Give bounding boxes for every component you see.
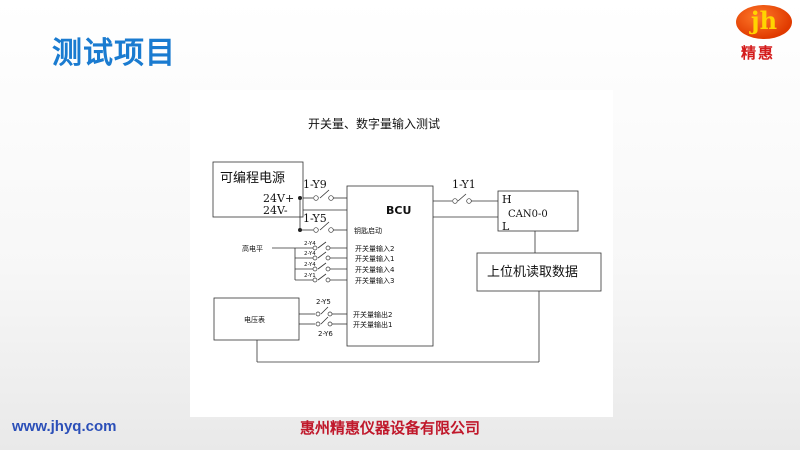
v-minus-label: 24V-	[263, 204, 288, 217]
can-box	[497, 190, 579, 232]
output-2-label: 开关量输出2	[353, 310, 392, 319]
can-h-label: H	[502, 193, 512, 206]
voltmeter-box	[213, 297, 300, 341]
input-1-label: 开关量输入1	[355, 254, 394, 263]
relay-2y4a-label: 2-Y4	[304, 241, 316, 247]
input-4-label: 开关量输入4	[355, 265, 395, 274]
company-logo: jh 精惠	[733, 2, 797, 62]
circuit-diagram: 开关量、数字量输入测试 可编程电源 24V+ 24V- 1-Y9 1-Y5 BC…	[190, 90, 613, 417]
bcu-label: BCU	[386, 204, 411, 217]
junction-dot	[298, 228, 302, 232]
input-2-label: 开关量输入2	[355, 244, 394, 253]
can-l-label: L	[502, 220, 510, 233]
footer-url[interactable]: www.jhyq.com	[12, 418, 117, 435]
logo-letters: jh	[750, 6, 778, 35]
input-3-label: 开关量输入3	[355, 276, 394, 285]
relay-2y6-label: 2-Y6	[318, 330, 333, 338]
relay-1y9-label: 1-Y9	[303, 178, 327, 191]
key-start-label: 钥匙启动	[354, 226, 382, 235]
bcu-box	[346, 185, 434, 347]
high-level-label: 高电平	[242, 244, 263, 253]
relay-1y1-label: 1-Y1	[452, 178, 476, 191]
relay-2y4b-label: 2-Y4	[304, 251, 316, 257]
logo-oval: jh	[736, 5, 792, 39]
can-name-label: CAN0-0	[508, 209, 548, 220]
relay-2y1-label: 2-Y1	[304, 273, 316, 279]
output-1-label: 开关量输出1	[353, 320, 392, 329]
footer-company: 惠州精惠仪器设备有限公司	[300, 419, 481, 437]
relay-1y5-label: 1-Y5	[303, 212, 327, 225]
relay-2y4c-label: 2-Y4	[304, 262, 316, 268]
junction-dot	[298, 196, 302, 200]
power-supply-box	[212, 161, 304, 218]
page-title: 测试项目	[52, 36, 176, 71]
v-plus-label: 24V+	[263, 192, 294, 205]
relay-2y5-label: 2-Y5	[316, 298, 331, 306]
circuit-svg: 开关量、数字量输入测试 可编程电源 24V+ 24V- 1-Y9 1-Y5 BC…	[212, 116, 602, 363]
diagram-title: 开关量、数字量输入测试	[308, 116, 440, 131]
host-label: 上位机读取数据	[487, 265, 578, 280]
power-supply-label: 可编程电源	[220, 171, 285, 186]
logo-name: 精惠	[741, 44, 776, 62]
voltmeter-label: 电压表	[244, 315, 265, 324]
